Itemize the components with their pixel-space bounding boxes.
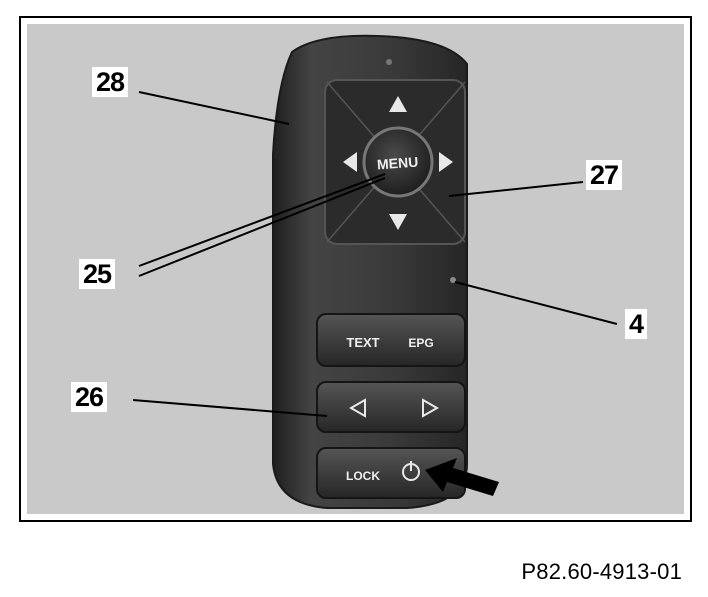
figure-frame: MENU TEXT EPG LOCK 28 27 25 4 26 (19, 16, 692, 522)
figure-reference: P82.60-4913-01 (521, 559, 682, 584)
leader-line-25b (138, 177, 386, 277)
epg-button-label[interactable]: EPG (408, 336, 433, 350)
down-arrow-icon[interactable] (389, 214, 407, 230)
leader-line-25 (138, 173, 386, 267)
top-indicator (386, 59, 392, 65)
leader-line-4 (454, 281, 618, 325)
leader-line-28 (138, 91, 290, 125)
lock-button-label[interactable]: LOCK (346, 469, 380, 483)
left-right-rocker[interactable] (316, 381, 466, 433)
text-epg-rocker[interactable] (316, 313, 466, 367)
callout-label-28: 28 (92, 67, 129, 97)
left-arrow-icon[interactable] (348, 398, 366, 418)
power-icon[interactable] (402, 461, 420, 481)
callout-label-27: 27 (586, 160, 623, 190)
leader-line-27 (448, 181, 584, 197)
callout-label-25: 25 (79, 259, 116, 289)
left-arrow-icon[interactable] (343, 152, 357, 172)
pointer-arrow-icon (425, 458, 499, 496)
callout-label-4: 4 (625, 309, 648, 339)
remote-photo: MENU TEXT EPG LOCK (27, 24, 684, 514)
right-arrow-icon[interactable] (422, 398, 440, 418)
text-button-label[interactable]: TEXT (346, 335, 379, 350)
leader-line-26 (132, 399, 328, 417)
right-arrow-icon[interactable] (439, 152, 453, 172)
indicator-4 (450, 277, 456, 283)
callout-label-26: 26 (71, 382, 108, 412)
up-arrow-icon[interactable] (389, 96, 407, 112)
menu-button-label: MENU (377, 154, 419, 173)
